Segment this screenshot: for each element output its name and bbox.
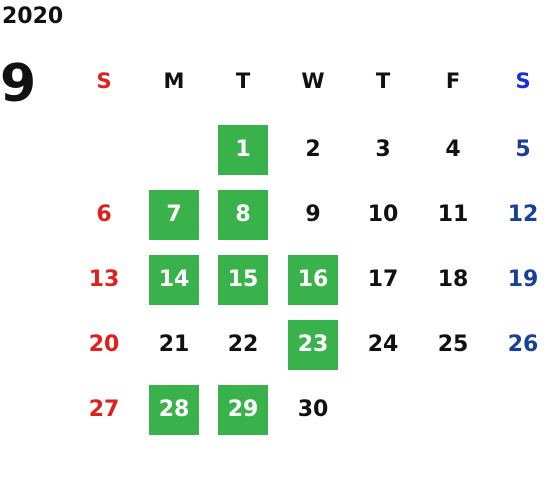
calendar-day-10[interactable]: 10 <box>367 202 399 227</box>
calendar-day-21[interactable]: 21 <box>158 332 190 357</box>
calendar-day-14[interactable]: 14 <box>149 255 199 305</box>
calendar-day-22[interactable]: 22 <box>227 332 259 357</box>
weekday-sat: S <box>515 69 531 93</box>
calendar-day-5[interactable]: 5 <box>515 137 531 162</box>
calendar-day-15[interactable]: 15 <box>218 255 268 305</box>
calendar-day-6[interactable]: 6 <box>96 202 112 227</box>
weekday-tue: T <box>235 69 251 93</box>
calendar-day-19[interactable]: 19 <box>507 267 539 292</box>
weekday-fri: F <box>445 69 461 93</box>
calendar-day-3[interactable]: 3 <box>375 137 391 162</box>
calendar-day-29[interactable]: 29 <box>218 385 268 435</box>
weekday-mon: M <box>163 69 185 93</box>
calendar-day-9[interactable]: 9 <box>305 202 321 227</box>
calendar-day-1[interactable]: 1 <box>218 125 268 175</box>
calendar-day-16[interactable]: 16 <box>288 255 338 305</box>
calendar-day-20[interactable]: 20 <box>88 332 120 357</box>
weekday-sun: S <box>96 69 112 93</box>
weekday-header: S M T W T F S <box>69 63 548 99</box>
calendar-day-17[interactable]: 17 <box>367 267 399 292</box>
calendar-day-2[interactable]: 2 <box>305 137 321 162</box>
calendar-day-28[interactable]: 28 <box>149 385 199 435</box>
calendar-month: 9 <box>0 54 37 114</box>
weekday-thu: T <box>375 69 391 93</box>
calendar-day-12[interactable]: 12 <box>507 202 539 227</box>
weekday-wed: W <box>301 69 325 93</box>
calendar-day-25[interactable]: 25 <box>437 332 469 357</box>
calendar-day-23[interactable]: 23 <box>288 320 338 370</box>
calendar-day-13[interactable]: 13 <box>88 267 120 292</box>
calendar-day-7[interactable]: 7 <box>149 190 199 240</box>
calendar-day-26[interactable]: 26 <box>507 332 539 357</box>
calendar-day-27[interactable]: 27 <box>88 397 120 422</box>
calendar-day-30[interactable]: 30 <box>297 397 329 422</box>
calendar-day-8[interactable]: 8 <box>218 190 268 240</box>
calendar-day-4[interactable]: 4 <box>445 137 461 162</box>
calendar-day-24[interactable]: 24 <box>367 332 399 357</box>
calendar-year: 2020 <box>2 4 64 29</box>
calendar-day-11[interactable]: 11 <box>437 202 469 227</box>
calendar-day-18[interactable]: 18 <box>437 267 469 292</box>
